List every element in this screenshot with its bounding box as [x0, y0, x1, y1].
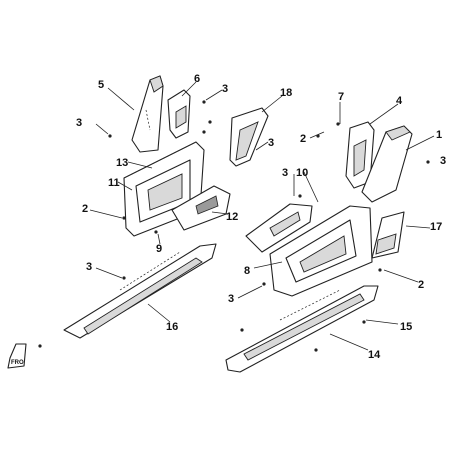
callout-2: 2	[82, 203, 88, 215]
callout-3: 3	[222, 83, 228, 95]
callout-15: 15	[400, 321, 412, 333]
callout-3: 3	[282, 167, 288, 179]
callout-2: 2	[300, 133, 306, 145]
callout-8: 8	[244, 265, 250, 277]
part-14-right-rocker	[225, 285, 379, 373]
callout-6: 6	[194, 73, 200, 85]
callout-10: 10	[296, 167, 308, 179]
callout-3: 3	[440, 155, 446, 167]
part-6-bracket	[167, 89, 191, 139]
leader-lines	[89, 81, 435, 351]
callout-labels: 5 6 3 3 18 7 4 2 1 3 3 13 11 3 10 2 12 1…	[76, 73, 446, 361]
front-direction-badge: FRO	[7, 343, 27, 369]
callout-17: 17	[430, 221, 442, 233]
part-16-left-rocker	[63, 243, 217, 339]
callout-18: 18	[280, 87, 292, 99]
callout-11: 11	[108, 177, 120, 189]
callout-5: 5	[98, 79, 104, 91]
part-1-right-front-panel	[361, 125, 413, 203]
callout-16: 16	[166, 321, 178, 333]
callout-2: 2	[418, 279, 424, 291]
callout-3: 3	[228, 293, 234, 305]
callout-3: 3	[268, 137, 274, 149]
callout-7: 7	[338, 91, 344, 103]
callout-14: 14	[368, 349, 381, 361]
callout-12: 12	[226, 211, 238, 223]
callout-3: 3	[86, 261, 92, 273]
callout-13: 13	[116, 157, 128, 169]
front-badge-text: FRO	[11, 360, 24, 366]
part-10-center-trim	[245, 203, 313, 253]
part-17-side-panel	[371, 211, 405, 259]
callout-3: 3	[76, 117, 82, 129]
part-8-right-door-panel	[269, 205, 373, 297]
part-5-pillar-panel	[131, 75, 164, 153]
callout-4: 4	[396, 95, 403, 107]
part-12-inner-trim	[171, 185, 231, 231]
fasteners	[38, 100, 430, 352]
callout-9: 9	[156, 243, 162, 255]
part-18-upper-panel	[229, 107, 269, 167]
callout-1: 1	[436, 129, 442, 141]
